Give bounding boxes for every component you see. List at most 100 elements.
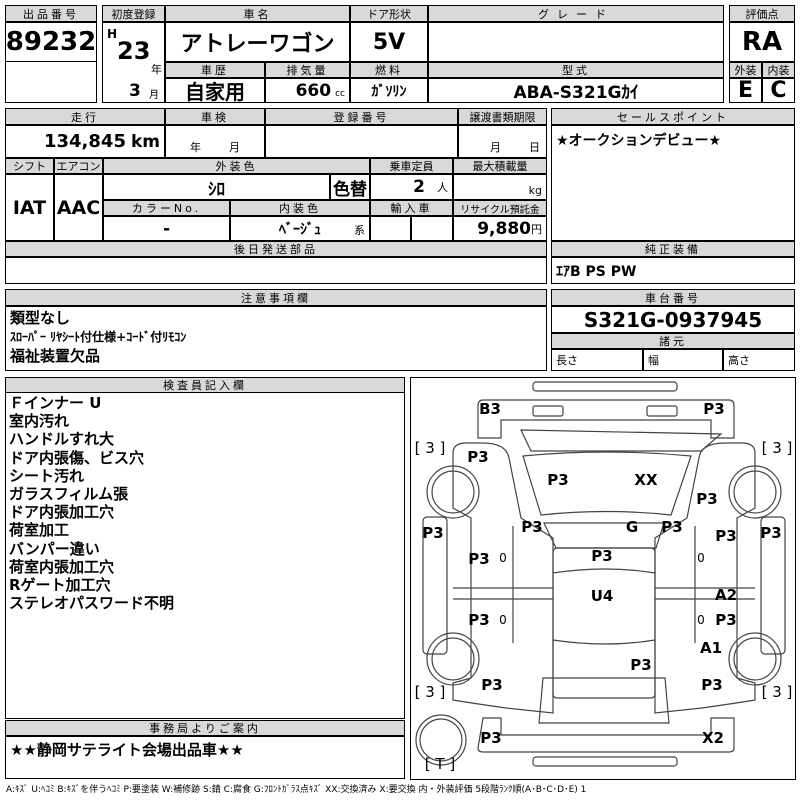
damage-mark: P3 (661, 518, 683, 536)
spec-width: 幅 (643, 349, 723, 371)
first-reg-year: 23 (117, 37, 151, 65)
inspector-notes: Ｆインナー U 室内汚れ ハンドルすれ大 ドア内張傷、ビス穴 シート汚れ ガラス… (9, 394, 174, 612)
month-unit: 月 (149, 90, 159, 101)
first-reg-label: 初度登録 (102, 5, 165, 22)
damage-mark: P3 (591, 547, 613, 565)
door-type: 5V (350, 22, 428, 62)
repaint-flag: 色替 (330, 174, 370, 200)
exterior-label: 外装 (729, 62, 762, 78)
equipment-label: 純正装備 (551, 241, 795, 257)
score-label: 評価点 (729, 5, 795, 22)
notes-list: 類型なし ｽﾛｰﾊﾟｰ ﾘﾔｼｰﾄ付仕様+ｺｰﾄﾞ付ﾘﾓｺﾝ 福祉装置欠品 (5, 306, 547, 371)
tire-mark: [ 3 ] (414, 439, 446, 457)
damage-mark: P3 (630, 656, 652, 674)
first-reg-month: 3 (129, 81, 141, 101)
spec-height: 高さ (723, 349, 795, 371)
damage-mark: P3 (521, 518, 543, 536)
ext-color: ｼﾛ (103, 174, 330, 200)
damage-mark: P3 (481, 676, 503, 694)
damage-mark: P3 (703, 400, 725, 418)
damage-mark: 0 (697, 613, 705, 627)
chassis-label: 車台番号 (551, 289, 795, 306)
mileage-label: 走行 (5, 108, 165, 125)
fuel: ｶﾞｿﾘﾝ (350, 78, 428, 103)
color-no: - (103, 216, 230, 241)
capacity-label: 乗車定員 (370, 158, 453, 174)
car-outline (415, 381, 786, 767)
shift-label: シフト (5, 158, 54, 174)
damage-mark: P3 (480, 729, 502, 747)
note-line: 福祉装置欠品 (10, 347, 101, 365)
year-unit: 年 (151, 63, 162, 76)
tire-mark: [ 3 ] (761, 683, 793, 701)
car-name-label: 車名 (165, 5, 350, 22)
damage-mark: 0 (499, 613, 507, 627)
shift: IAT (5, 174, 54, 241)
damage-mark: A2 (714, 586, 738, 604)
inspector-line: バンパー違い (9, 539, 100, 558)
inspector-line: ドア内張加工穴 (9, 503, 115, 522)
tire-mark: [ 3 ] (414, 683, 446, 701)
interior-label: 内装 (762, 62, 795, 78)
damage-mark: P3 (468, 550, 490, 568)
sales-point-label: セールスポイント (551, 108, 795, 125)
era: H (107, 27, 118, 41)
import-cell-2 (411, 216, 453, 241)
door-label: ドア形状 (350, 5, 428, 22)
recycle-fee: 9,880 (477, 218, 531, 239)
exterior-grade: E (729, 78, 762, 103)
damage-mark: P3 (468, 611, 490, 629)
equipment: ｴｱB PS PW (551, 257, 795, 284)
doc-deadline-label: 譲渡書類期限 (458, 108, 547, 125)
damage-mark: P3 (696, 490, 718, 508)
mileage-unit: km (130, 131, 160, 152)
damage-mark: P3 (467, 448, 489, 466)
damage-mark: B3 (479, 400, 501, 418)
model-code: ABA-S321Gｶｲ (428, 78, 724, 103)
inspector-line: 荷室内張加工穴 (9, 557, 115, 576)
chassis-number: S321G-0937945 (551, 306, 795, 333)
inspector-line: ハンドルすれ大 (9, 430, 115, 449)
aircon-label: エアコン (54, 158, 103, 174)
mileage: 134,845 (43, 131, 126, 152)
inspector-line: ステレオパスワード不明 (9, 594, 175, 613)
spec-length: 長さ (551, 349, 643, 371)
fuel-label: 燃料 (350, 62, 428, 78)
import-cell-1 (370, 216, 411, 241)
ext-color-label: 外装色 (103, 158, 370, 174)
capacity: 2 (413, 177, 425, 197)
inspector-line: 荷室加工 (9, 521, 70, 540)
note-line: ｽﾛｰﾊﾟｰ ﾘﾔｼｰﾄ付仕様+ｺｰﾄﾞ付ﾘﾓｺﾝ (10, 330, 187, 344)
int-color-suffix: 系 (354, 224, 365, 237)
office-label: 事務局よりご案内 (5, 720, 405, 736)
damage-mark: P3 (422, 524, 444, 542)
inspector-line: シート汚れ (9, 466, 85, 485)
inspector-line: 室内汚れ (9, 412, 70, 431)
legend: A:ｷｽﾞ U:ﾍｺﾐ B:ｷｽﾞを伴うﾍｺﾐ P:要塗装 W:補修跡 S:錆 … (6, 785, 587, 795)
model-label: 型式 (428, 62, 724, 78)
wheel-icon (415, 465, 782, 766)
int-color: ﾍﾞｰｼﾞｭ (279, 221, 321, 238)
history-label: 車歴 (165, 62, 265, 78)
score-value: RA (729, 22, 795, 62)
inspection-label: 車検 (165, 108, 265, 125)
inspection-year-unit: 年 (190, 141, 201, 154)
inspector-line: Rゲート加工穴 (9, 576, 111, 595)
damage-mark: P3 (715, 611, 737, 629)
color-no-label: カラーNo. (103, 200, 230, 216)
recycle-label: リサイクル預託金 (453, 200, 547, 216)
later-parts-label: 後日発送部品 (5, 241, 547, 257)
damage-mark: A1 (699, 639, 723, 657)
displacement: 660 (295, 80, 332, 101)
damage-mark: 0 (499, 551, 507, 565)
spare-tire-mark: [ T ] (424, 755, 456, 773)
max-load-unit: kg (453, 174, 547, 200)
damage-mark: X2 (701, 729, 725, 747)
reg-number (265, 125, 458, 158)
damage-mark: P3 (701, 676, 723, 694)
history: 自家用 (165, 78, 265, 103)
inspector-line: ドア内張傷、ビス穴 (9, 448, 145, 467)
displacement-label: 排気量 (265, 62, 350, 78)
car-name: アトレーワゴン (165, 22, 350, 62)
import-label: 輸入車 (370, 200, 453, 216)
